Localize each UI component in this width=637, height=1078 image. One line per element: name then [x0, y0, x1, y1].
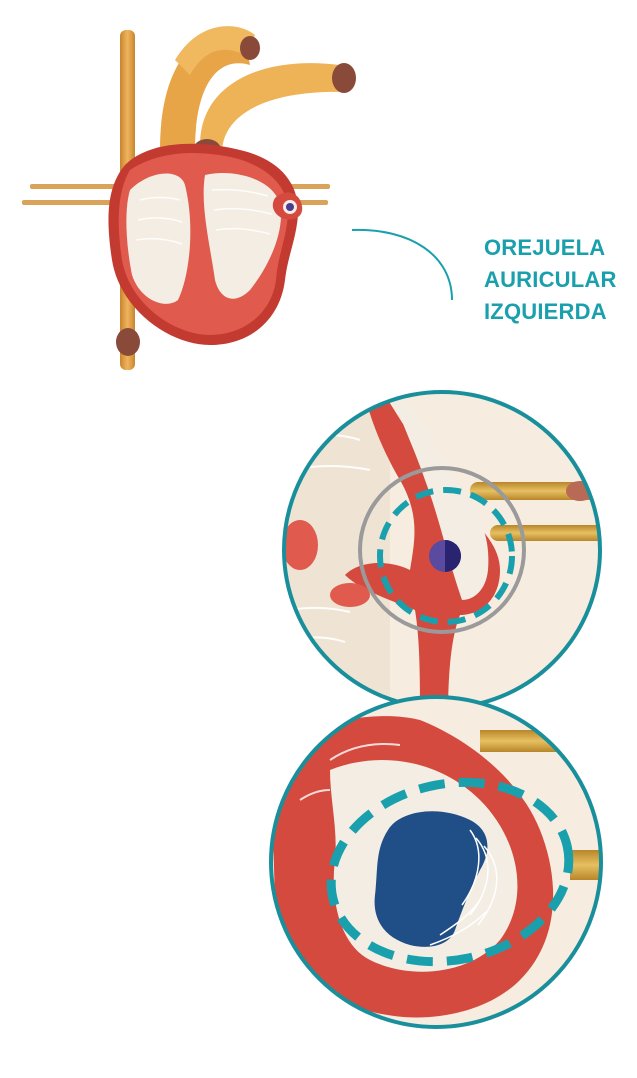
zoom-device	[270, 695, 610, 1035]
label-line-3: IZQUIERDA	[484, 296, 617, 328]
zoom-appendage	[280, 390, 610, 720]
appendage-label: OREJUELA AURICULAR IZQUIERDA	[484, 232, 617, 328]
label-line-1: OREJUELA	[484, 232, 617, 264]
appendage-dot	[286, 203, 294, 211]
vena-cava-cap	[116, 328, 140, 356]
label-line-2: AURICULAR	[484, 264, 617, 296]
device-rod-lower	[570, 850, 610, 880]
pulmonary-artery	[200, 63, 345, 150]
pointer-curve	[352, 230, 452, 300]
device-rod-upper	[480, 730, 610, 752]
heart-overview	[22, 26, 356, 370]
artery-cap-right	[332, 63, 356, 93]
artery-cap-top	[240, 36, 260, 60]
